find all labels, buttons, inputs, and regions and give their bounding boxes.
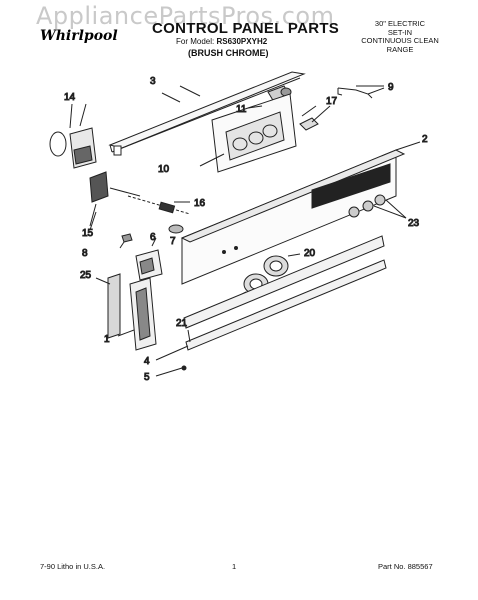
part-1-end-cap [129, 277, 157, 351]
callout-9: 9 [388, 82, 394, 93]
callout-8: 8 [82, 248, 88, 259]
part-3-top-trim [108, 71, 306, 156]
footer-page-number: 1 [232, 562, 237, 571]
product-spec: 30" ELECTRIC SET-IN CONTINUOUS CLEAN RAN… [360, 19, 440, 54]
callout-25: 25 [80, 270, 92, 281]
callout-21: 21 [176, 318, 188, 329]
part-16-harness [127, 195, 191, 215]
callout-20: 20 [304, 248, 316, 259]
part-10-control-module [199, 93, 297, 173]
callout-5: 5 [144, 372, 150, 383]
part-15-switch [89, 171, 141, 231]
spec-line: RANGE [386, 44, 414, 54]
part-23-nuts [348, 194, 407, 219]
leader-lines [69, 85, 421, 377]
part-5-screw [181, 365, 187, 371]
model-prefix: For Model: [176, 37, 215, 46]
part-17-connector [299, 105, 331, 131]
brand-logo: Whirlpool [40, 28, 118, 44]
diagram-title: CONTROL PANEL PARTS [152, 20, 340, 37]
callout-16: 16 [194, 198, 206, 209]
callout-6: 6 [150, 232, 156, 243]
callout-11: 11 [236, 104, 247, 115]
callout-3: 3 [150, 76, 156, 87]
callout-4: 4 [144, 356, 150, 367]
callout-2: 2 [422, 134, 428, 145]
callout-1: 1 [104, 334, 110, 345]
callout-10: 10 [158, 164, 170, 175]
callout-15: 15 [82, 228, 94, 239]
watermark: AppliancePartsPros.com [36, 2, 335, 30]
part-7-bracket [135, 249, 163, 281]
model-number: RS630PXYH2 [216, 37, 268, 46]
part-4-bottom-trim [183, 235, 387, 351]
part-6-clip [168, 224, 184, 234]
callout-23: 23 [408, 218, 420, 229]
spec-line: SET-IN [387, 27, 413, 37]
footer-part-number: Part No. 885567 [378, 562, 433, 571]
part-2-control-panel [180, 149, 406, 285]
callout-7: 7 [170, 236, 176, 247]
part-8-screw [121, 233, 133, 243]
part-25-end-cap [107, 273, 121, 339]
part-9-bracket [337, 87, 385, 99]
part-20-knob [263, 255, 289, 277]
callout-17: 17 [326, 96, 338, 107]
spec-line: 30" ELECTRIC [374, 19, 426, 28]
part-14-timer [49, 103, 97, 169]
callout-14: 14 [64, 92, 76, 103]
spec-line: CONTINUOUS CLEAN [361, 36, 439, 45]
finish-label: (BRUSH CHROME) [188, 48, 269, 58]
model-line: For Model: RS630PXYH2 [176, 37, 267, 46]
footer-print-info: 7-90 Litho in U.S.A. [40, 562, 106, 571]
